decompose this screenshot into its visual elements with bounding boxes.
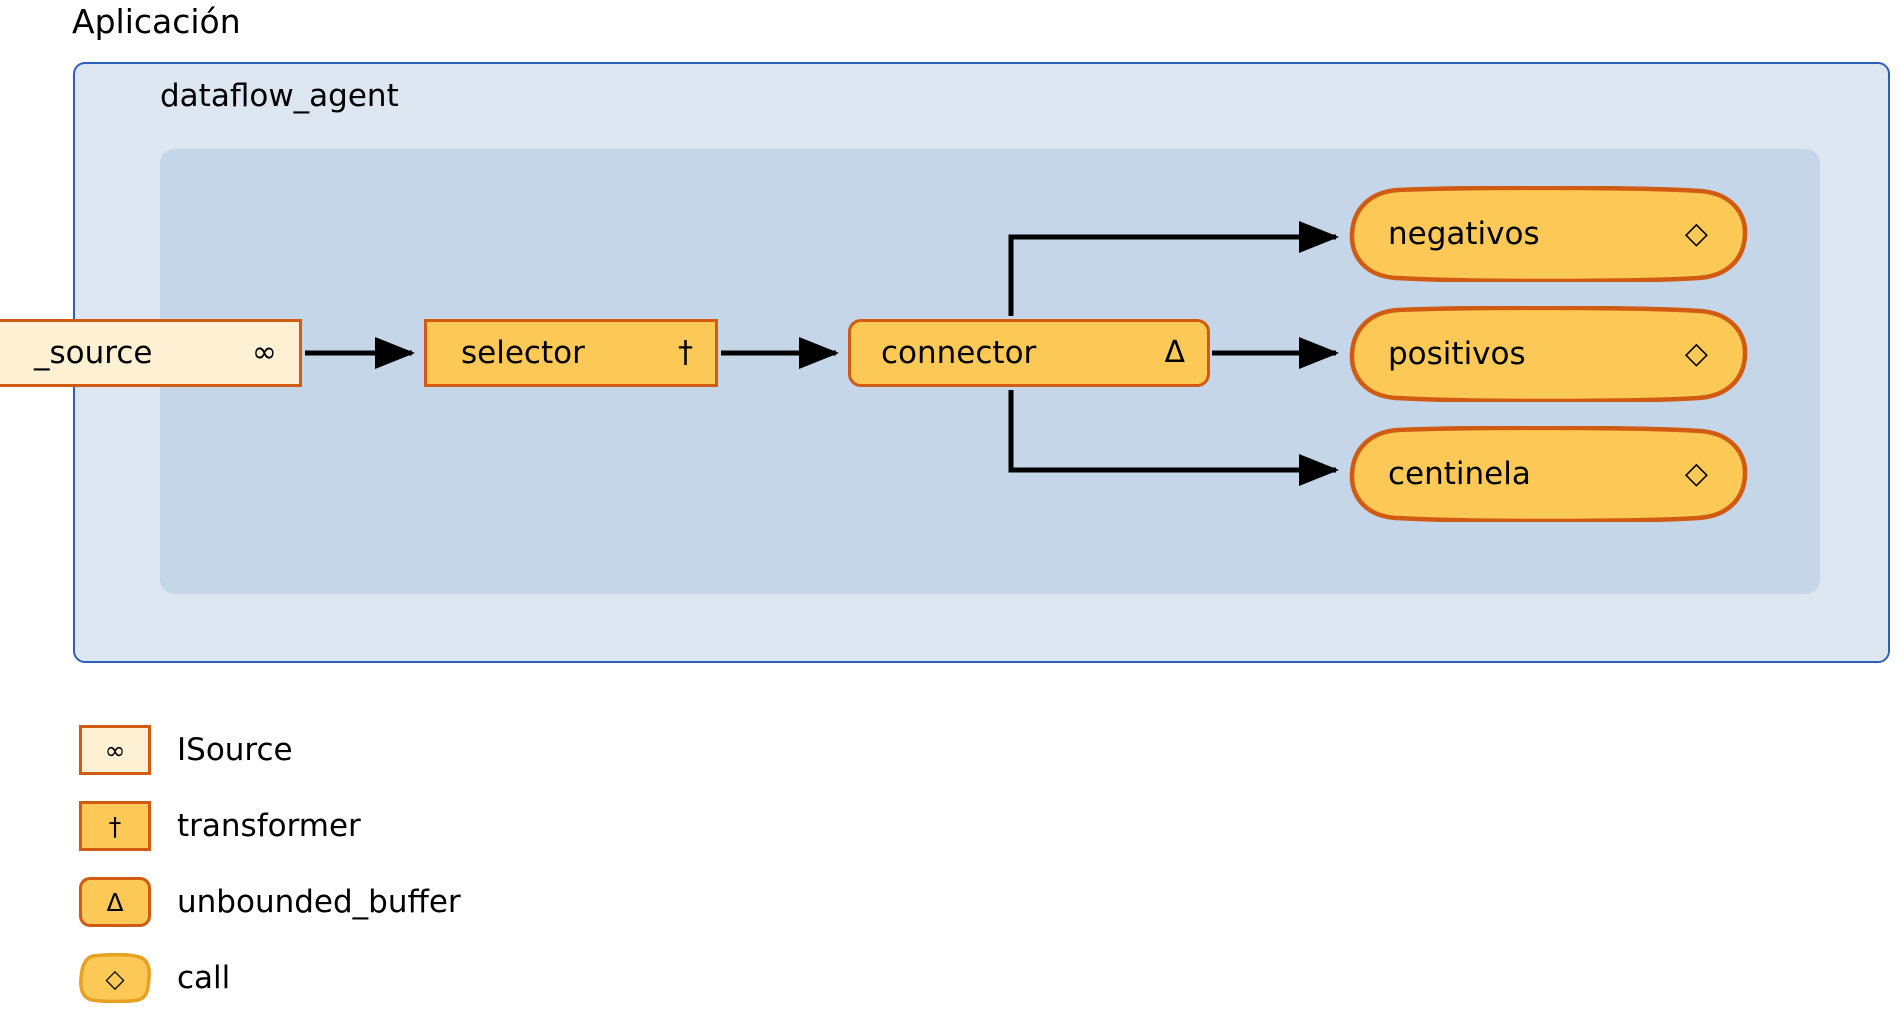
container-label-dataflow-agent: dataflow_agent: [160, 78, 399, 114]
page-title: Aplicación: [72, 2, 241, 41]
infinity-icon: ∞: [104, 735, 126, 765]
dagger-icon: †: [678, 335, 693, 370]
call-shape: [1349, 426, 1748, 522]
call-shape: [1349, 306, 1748, 402]
legend-row-unbounded-buffer: Δ unbounded_buffer: [79, 864, 839, 940]
diamond-icon: ◇: [105, 963, 125, 993]
node-centinela-label: centinela: [1388, 456, 1531, 492]
diamond-icon: ◇: [1684, 216, 1708, 251]
legend-row-call: ◇ call: [79, 940, 839, 1016]
node-selector-label: selector: [461, 335, 585, 371]
call-shape: [1349, 186, 1748, 282]
node-source-label: _source: [34, 335, 153, 371]
delta-icon: Δ: [1164, 335, 1185, 370]
legend-swatch-isource: ∞: [79, 725, 151, 775]
node-negativos[interactable]: negativos ◇: [1348, 186, 1748, 282]
legend-swatch-transformer: †: [79, 801, 151, 851]
infinity-icon: ∞: [252, 335, 277, 370]
node-positivos[interactable]: positivos ◇: [1348, 306, 1748, 402]
node-selector[interactable]: selector †: [424, 319, 718, 387]
diamond-icon: ◇: [1684, 336, 1708, 371]
node-source[interactable]: _source ∞: [0, 319, 302, 387]
node-positivos-label: positivos: [1388, 336, 1526, 372]
legend-label-transformer: transformer: [177, 808, 361, 844]
legend-label-isource: ISource: [177, 732, 293, 768]
node-negativos-label: negativos: [1388, 216, 1540, 252]
legend-row-isource: ∞ ISource: [79, 712, 839, 788]
node-connector-label: connector: [881, 335, 1037, 371]
legend-label-call: call: [177, 960, 231, 996]
node-connector[interactable]: connector Δ: [848, 319, 1210, 387]
legend: ∞ ISource † transformer Δ unbounded_buff…: [79, 712, 839, 1016]
legend-swatch-unbounded-buffer: Δ: [79, 877, 151, 927]
legend-swatch-call: ◇: [79, 953, 151, 1003]
diamond-icon: ◇: [1684, 456, 1708, 491]
legend-row-transformer: † transformer: [79, 788, 839, 864]
legend-label-unbounded-buffer: unbounded_buffer: [177, 884, 461, 920]
node-centinela[interactable]: centinela ◇: [1348, 426, 1748, 522]
dagger-icon: †: [108, 811, 122, 841]
delta-icon: Δ: [106, 887, 124, 917]
